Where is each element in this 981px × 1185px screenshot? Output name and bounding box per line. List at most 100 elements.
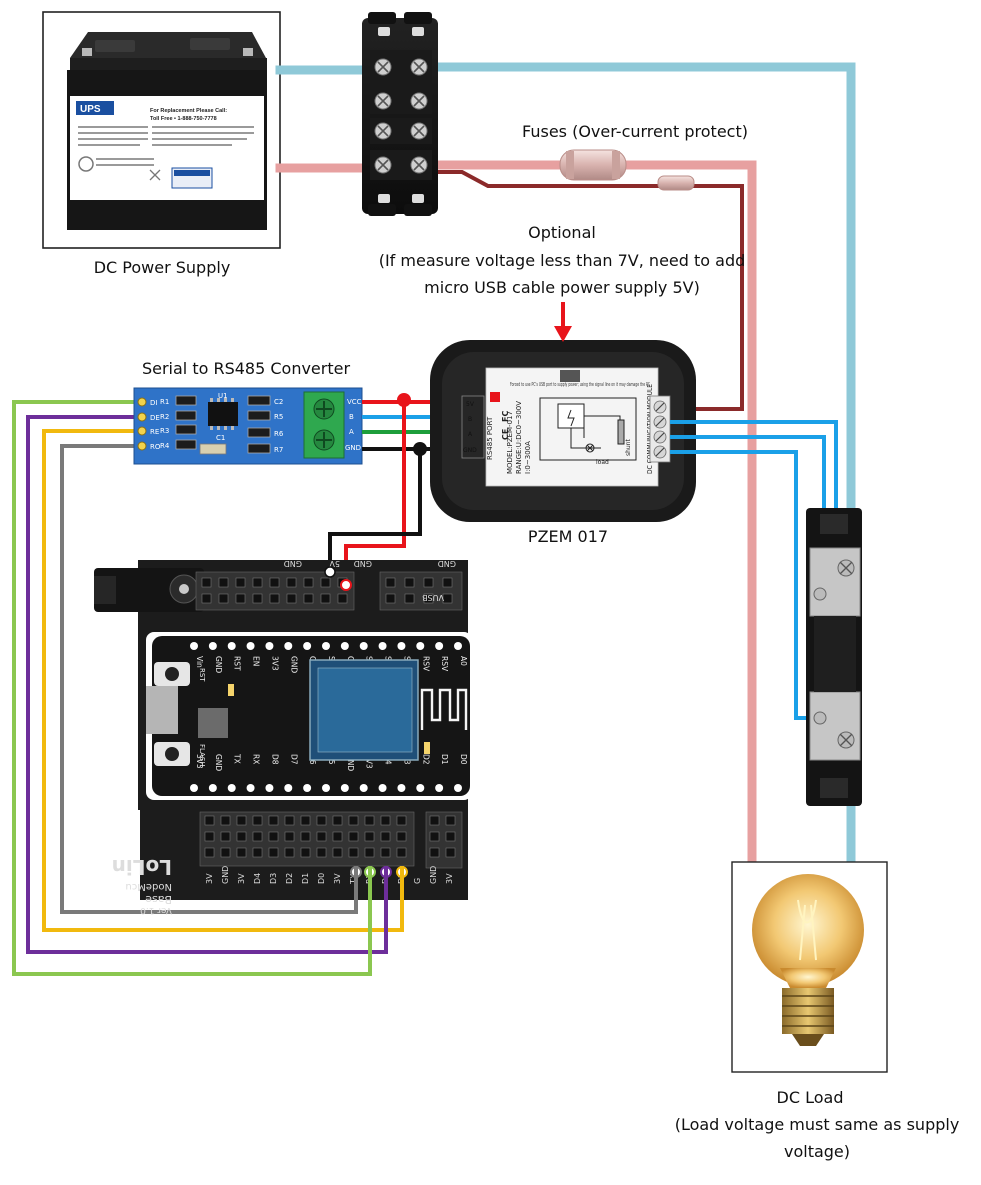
header-pin [252,815,263,826]
nodemcu-bottom-pin [322,784,330,792]
header-pin [252,847,263,858]
nodemcu-bottom-pin [227,784,236,792]
rs485-converter-board: DI DE RE RO R1 R2 R3 R4 U1 C1 C2 R5 R6 R… [133,387,363,465]
nodemcu-top-pin [265,642,274,650]
nodemcu-bottom-pin-label: D0 [459,754,468,765]
light-bulb-icon [752,874,864,1046]
header-pin [396,815,407,826]
header-pin [445,815,456,826]
header-pin [220,815,231,826]
base-bottom-label: D3 [269,873,278,884]
header-pin [380,847,391,858]
nodemcu-top-pin [246,642,255,650]
nodemcu-bottom-pin [454,784,462,792]
nodemcu-bottom-pin [435,784,444,792]
base-label-gnd-3: GND [438,559,456,568]
micro-usb-port [146,686,178,734]
header-pin [316,847,327,858]
header-pin [235,593,246,604]
header-pin [385,593,396,604]
header-pin [252,831,263,842]
header-pin [396,831,407,842]
base-bottom-label: GND [221,866,230,884]
base-bottom-label: GND [429,866,438,884]
supply-wires [275,62,856,867]
converter-pin-gnd: GND [345,444,361,452]
base-bottom-label: 3V [445,873,454,884]
nodemcu-bottom-pin [265,784,274,792]
nodemcu-bottom-pin [208,784,217,792]
terminal-block [362,12,438,216]
base-5v-pin-marker [340,579,352,591]
nodemcu-bottom-pin-label: D8 [270,754,279,765]
converter-pin-vcc: VCC [347,398,362,406]
base-brand: LoLin [112,855,172,879]
pzem-terminal-screws [649,395,671,463]
converter-c2: C2 [274,398,283,406]
base-label-vusb: VUSB [422,593,444,602]
pzem-pin-b: B [468,416,472,423]
nodemcu-top-pin-label: Vin [195,656,204,668]
header-pin [235,577,246,588]
header-pin [300,831,311,842]
nodemcu-top-pin [397,642,406,650]
pzem-printed-schematic [539,397,637,461]
converter-r5: R5 [274,413,283,421]
pzem-usb-port [560,370,580,382]
optional-note-line2: micro USB cable power supply 5V) [424,278,700,297]
nodemcu-bottom-pin [246,784,255,792]
header-pin [204,815,215,826]
nodemcu-bottom-pin-label: TX [233,753,242,764]
base-subtitle: NodeMcu [125,881,172,892]
base-label-gnd-2: GND [354,559,372,568]
header-pin [284,815,295,826]
nodemcu-bottom-pin-label: D7 [289,754,298,765]
junction-gnd [413,442,427,456]
base-label-gnd-1: GND [284,559,302,568]
header-pin [429,847,440,858]
header-pin [396,847,407,858]
supply-negative-wire [425,62,856,570]
converter-r7: R7 [274,446,283,454]
header-pin [364,847,375,858]
header-pin [332,847,343,858]
nodemcu-module: VinGNDRSTEN3V3GNDCLKSD0CMDSD1SD2SD3RSVRS… [146,632,472,800]
nodemcu-top-pin [378,642,387,650]
converter-r6: R6 [274,430,284,438]
optional-arrow-icon [554,302,572,342]
header-pin [204,831,215,842]
pzem-range-u: RANGE:U:DC0~300V [515,401,523,474]
nodemcu-top-pin-label: RST [233,656,242,671]
base-bottom-label: D1 [301,873,310,884]
converter-label: Serial to RS485 Converter [141,359,351,378]
header-pin [300,815,311,826]
base-bottom-label: G [413,878,422,884]
header-pin [404,593,415,604]
header-pin [429,815,440,826]
nodemcu-top-pin [227,642,236,650]
header-pin [268,815,279,826]
header-pin [445,831,456,842]
header-pin [332,831,343,842]
battery-replacement-phone: Toll Free • 1-888-750-7778 [150,116,217,122]
header-pin [442,593,453,604]
optional-label: Optional [528,223,596,242]
nodemcu-bottom-pin [284,784,293,792]
nodemcu-top-pin-label: GND [289,656,298,673]
header-pin [380,815,391,826]
header-pin [252,593,263,604]
header-pin [316,831,327,842]
header-pin [286,577,297,588]
nodemcu-top-pin-label: EN [252,656,261,666]
header-pin [320,593,331,604]
header-pin [236,831,247,842]
nodemcu-top-pin-label: RSV [421,656,430,672]
dc-load-box [731,861,888,1073]
load-note-line2: voltage) [783,1142,851,1161]
nodemcu-bottom-pin-label: 3V3 [195,754,204,769]
header-pin [364,815,375,826]
rst-button-label: RST [198,668,206,682]
nodemcu-bottom-pin [340,784,349,792]
pzem-module: Forced to use PC's USB port to supply po… [430,340,696,522]
